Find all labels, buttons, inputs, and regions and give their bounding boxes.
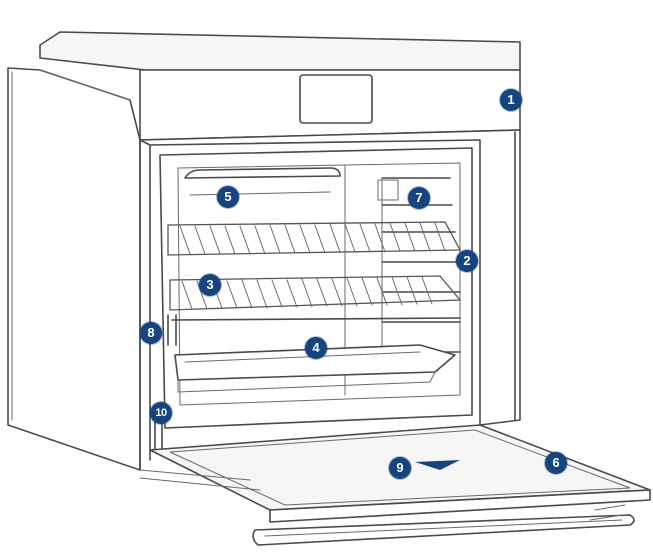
callout-wire-rack: 3 (199, 274, 221, 296)
callout-handle-recess: 9 (389, 457, 411, 479)
callout-oven-lamp: 7 (408, 187, 430, 209)
display-window (299, 74, 373, 124)
callout-heating-element: 5 (217, 186, 239, 208)
callout-shelf-support: 2 (456, 250, 478, 272)
top-heating-element (184, 167, 341, 179)
oven-top (39, 31, 521, 71)
oven-cavity (159, 147, 473, 429)
callout-hinge-upper: 8 (140, 322, 162, 344)
callout-hinge-lower: 10 (150, 402, 172, 424)
callout-baking-tray: 4 (305, 337, 327, 359)
door-handle-recess (415, 460, 460, 470)
wire-rack-lower (169, 275, 462, 311)
wire-rack-upper (167, 221, 462, 256)
oven-lamp (377, 179, 399, 201)
door-handle (252, 514, 635, 546)
oven-left-side (7, 67, 141, 471)
door-hinge-upper (167, 314, 177, 346)
callout-oven-door: 6 (545, 452, 567, 474)
callout-control-panel: 1 (500, 89, 522, 111)
